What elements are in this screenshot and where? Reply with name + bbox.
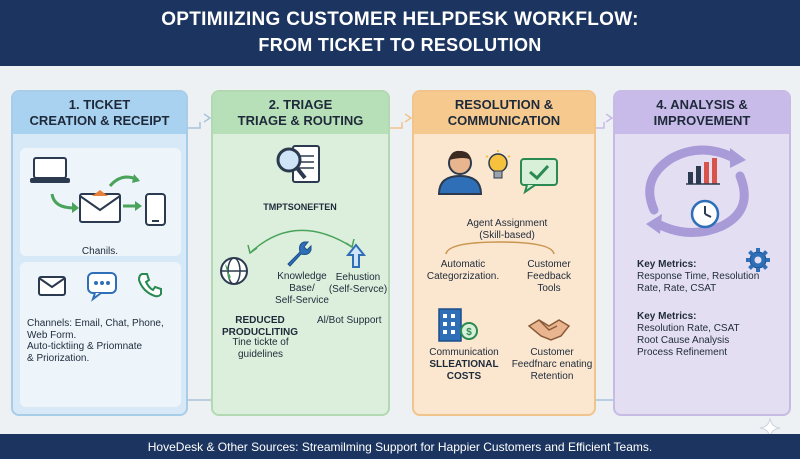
bar-chart-icon — [686, 158, 720, 185]
panel3-header: RESOLUTION & COMMUNICATION — [414, 92, 594, 134]
channels-line-3: Auto-ticktiing & Priomnate — [27, 341, 143, 352]
agent-assignment-label: Agent Assignment (Skill-based) — [452, 218, 562, 242]
metrics-block-1: Key Metrics: Response Time, Resolution R… — [637, 259, 777, 295]
kb-line-3: Self-Service — [275, 295, 329, 306]
retention-line-2: Feedfnarc enating — [511, 359, 593, 370]
channels-line-1: Channels: Email, Chat, Phone, — [27, 318, 164, 329]
agent-line-1: Agent Assignment — [466, 218, 548, 229]
panel2-title-line2: TRIAGE & ROUTING — [237, 113, 364, 128]
feedback-line-3: Tools — [537, 283, 561, 294]
metrics2-line-3: Process Refinement — [637, 347, 728, 358]
handshake-icon — [527, 319, 571, 341]
guidelines-line-1: Tine tickte of — [232, 337, 289, 348]
refresh-arrow-icon — [108, 174, 140, 188]
laptop-icon — [30, 157, 70, 183]
feedback-line-1: Customer — [527, 259, 571, 270]
gear-icon — [746, 248, 770, 272]
panel4-title-line1: 4. ANALYSIS & — [656, 97, 748, 112]
reduced-label: REDUCED PRODUCLITING — [214, 315, 306, 339]
metrics2-line-1: Resolution Rate, CSAT — [637, 323, 740, 334]
chanils-label: Chanils. — [81, 246, 119, 257]
kb-line-1: Knowledge — [277, 271, 327, 282]
retention-label: Customer Feedfnarc enating Retention — [510, 347, 594, 383]
building-cost-icon: $ — [438, 308, 478, 342]
wrench-icon — [287, 241, 312, 267]
escalation-line-1: Eehustion — [335, 272, 381, 283]
agent-line-2: (Skill-based) — [479, 230, 535, 241]
mail-icon — [38, 276, 66, 296]
header-banner: OPTIMIIZING CUSTOMER HELPDESK WORKFLOW: … — [0, 0, 800, 66]
panel3-title-line2: COMMUNICATION — [447, 113, 561, 128]
panel4-title-line2: IMPROVEMENT — [653, 113, 751, 128]
panel-resolution-communication: RESOLUTION & COMMUNICATION — [412, 90, 596, 416]
guidelines-label: Tine tickte of guidelines — [218, 337, 303, 361]
routing-arcs — [247, 229, 355, 255]
footer-text: HoveDesk & Other Sources: Streamilming S… — [147, 440, 653, 454]
panel-ticket-creation: 1. TICKET CREATION & RECEIPT — [11, 90, 188, 416]
channels-line-4: & Priorization. — [27, 352, 90, 364]
page-title-line2: FROM TICKET TO RESOLUTION — [258, 35, 542, 55]
metrics1-title: Key Metrics: — [637, 259, 697, 270]
retention-line-1: Customer — [530, 347, 574, 358]
escalation-label: Eehustion (Self-Servce) — [318, 272, 398, 296]
kb-line-2: Base/ — [289, 283, 315, 294]
customer-feedback-label: Customer Feedback Tools — [517, 259, 581, 295]
panel1-header: 1. TICKET CREATION & RECEIPT — [13, 92, 186, 134]
globe-icon — [220, 257, 248, 285]
comm-line-1: Communication — [429, 347, 499, 358]
automatic-categorization-label: Automatic Categorzization. — [418, 259, 508, 283]
triage-doc-label: TMPTSONEFTEN — [263, 202, 337, 212]
metrics2-title: Key Metrics: — [637, 311, 697, 322]
phone-handset-icon — [137, 273, 162, 298]
comm-line-2: SLLEATIONAL COSTS — [429, 359, 499, 382]
chat-check-icon — [520, 158, 558, 195]
footer-banner: HoveDesk & Other Sources: Streamilming S… — [0, 434, 800, 459]
bracket-lines — [445, 241, 555, 255]
guidelines-line-2: guidelines — [237, 349, 284, 360]
panel1-title-line1: 1. TICKET — [68, 97, 131, 112]
panel4-header: 4. ANALYSIS & IMPROVEMENT — [615, 92, 789, 134]
page-title-line1: OPTIMIIZING CUSTOMER HELPDESK WORKFLOW: — [161, 9, 639, 30]
document-search-icon — [276, 145, 320, 183]
agent-avatar-icon — [437, 150, 483, 195]
metrics2-line-2: Root Cause Analysis — [637, 335, 730, 346]
escalation-arrow-icon — [345, 243, 367, 268]
feedback-line-2: Feedback — [527, 271, 571, 282]
escalation-line-2: (Self-Servce) — [328, 284, 388, 295]
channels-line-2: Web Form. — [27, 329, 77, 341]
auto-line-2: Categorzization. — [426, 271, 500, 282]
reduced-line-1: REDUCED — [235, 315, 285, 326]
panel1-title-line2: CREATION & RECEIPT — [29, 113, 170, 128]
channels-text: Channels: Email, Chat, Phone, Web Form. … — [27, 318, 182, 364]
metrics-block-2: Key Metrics: Resolution Rate, CSAT Root … — [637, 311, 777, 359]
panel3-title-line1: RESOLUTION & — [454, 97, 554, 112]
improvement-cycle-icon — [645, 145, 749, 238]
knowledge-base-label: Knowledge Base/ Self-Service — [266, 271, 338, 307]
metrics1-line-2: Rate, Rate, CSAT — [637, 283, 717, 294]
arrow-to-phone-icon — [123, 201, 142, 211]
reduced-line-2: PRODUCLITING — [221, 327, 299, 338]
email-envelope-icon — [79, 190, 121, 223]
mobile-phone-icon — [145, 193, 166, 226]
panel2-title-line1: 2. TRIAGE — [268, 97, 333, 112]
panel2-header: 2. TRIAGE TRIAGE & ROUTING — [213, 92, 388, 134]
retention-line-3: Retention — [530, 371, 574, 382]
bot-support-label: Al/Bot Support — [317, 315, 382, 326]
metrics1-line-1: Response Time, Resolution — [637, 271, 760, 282]
clock-icon — [690, 199, 720, 229]
auto-line-1: Automatic — [440, 259, 486, 270]
lightbulb-icon — [485, 150, 511, 179]
arrow-to-email-icon — [50, 193, 79, 213]
communication-costs-label: Communication SLLEATIONAL COSTS — [414, 347, 514, 383]
svg-text:$: $ — [466, 327, 472, 338]
chat-bubble-icon — [87, 272, 117, 302]
